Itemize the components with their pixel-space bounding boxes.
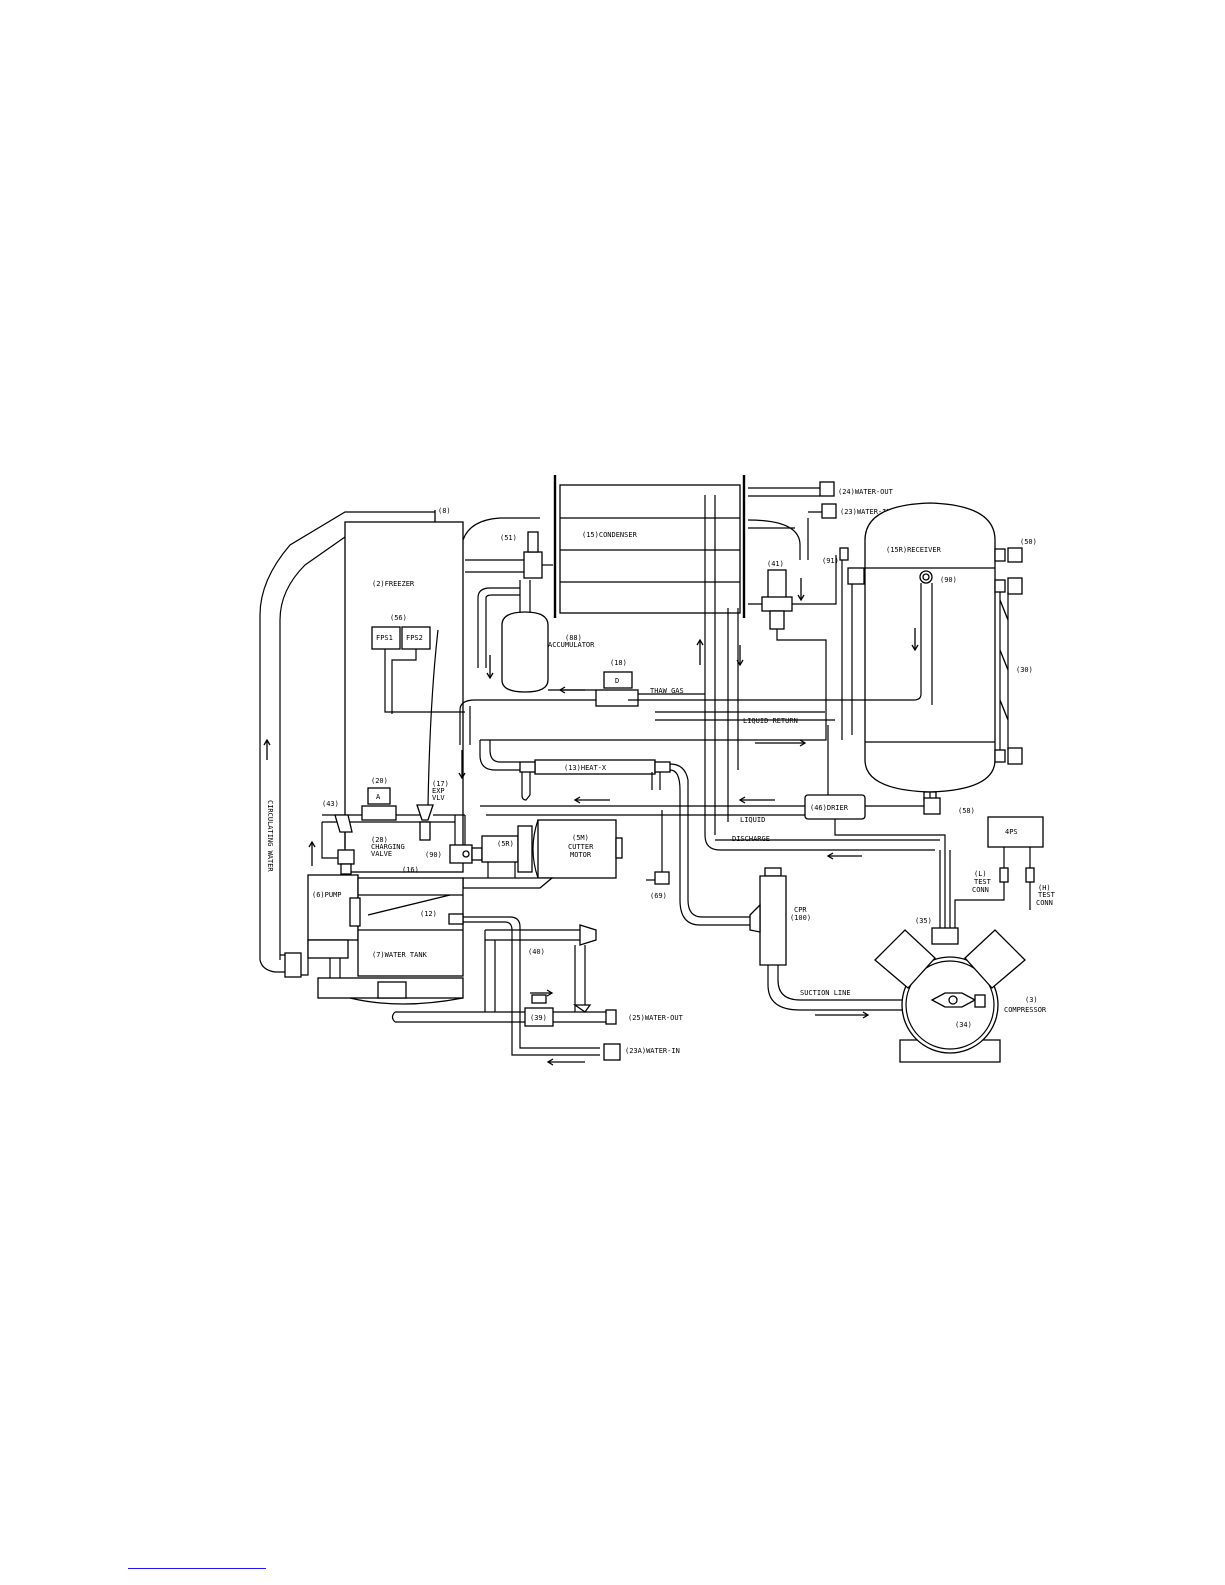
valve-text-label: VALVE <box>371 850 392 858</box>
l-test-text: TEST <box>974 878 992 886</box>
receiver-sightglass-label: (90) <box>940 576 957 584</box>
receiver <box>630 502 1023 801</box>
fps-num-label: (56) <box>390 614 407 622</box>
water-in-bottom-label: (23A)WATER-IN <box>625 1047 680 1055</box>
compressor-num-label: (3) <box>1025 996 1038 1004</box>
valve-69 <box>646 810 670 885</box>
suction-junction <box>449 815 483 864</box>
compressor <box>874 850 1026 1063</box>
valve-34-label: (34) <box>955 1021 972 1029</box>
valve-90-label: (90) <box>425 851 442 859</box>
charging-num-label: (28) <box>371 836 388 844</box>
cpr-label: CPR <box>794 906 807 914</box>
accumulator <box>477 580 549 693</box>
valve-17-label: (17) <box>432 780 449 788</box>
valve-43-label: (43) <box>322 800 339 808</box>
drier-label: (46)DRIER <box>810 804 849 812</box>
h-test-label: (H) <box>1038 884 1051 892</box>
freezer-num-label: (8) <box>438 507 451 515</box>
valve-40-label: (40) <box>528 948 545 956</box>
water-tank-assembly <box>284 874 600 1056</box>
water-regulator <box>391 924 621 1066</box>
h-test-text: TEST <box>1038 891 1056 899</box>
heat-x-label: (13)HEAT-X <box>564 764 607 772</box>
fps1-label: FPS1 <box>376 634 393 642</box>
valve-18-letter: D <box>615 677 619 685</box>
valve-51 <box>465 531 553 579</box>
valve-20-letter: A <box>376 793 381 801</box>
valve-91-label: (91) <box>822 557 839 565</box>
l-conn-text: CONN <box>972 886 989 894</box>
valve-91 <box>839 547 865 740</box>
sight-30-label: (30) <box>1016 666 1033 674</box>
central-risers <box>696 495 940 851</box>
freezer-pipes <box>458 699 835 780</box>
valve-51-label: (51) <box>500 534 517 542</box>
valve-35-label: (35) <box>915 917 932 925</box>
freezer-label: (2)FREEZER <box>372 580 415 588</box>
pump-label: (6)PUMP <box>312 891 342 899</box>
discharge-label: DISCHARGE <box>732 835 770 843</box>
footer-rule <box>128 1568 266 1569</box>
exp-label: EXP <box>432 787 445 795</box>
cpr-valve <box>679 867 930 1011</box>
valve-20-label: (20) <box>371 777 388 785</box>
valve-5r-label: (5R) <box>497 840 514 848</box>
liquid-return-label: LIQUID RETURN <box>743 717 798 725</box>
compressor-label: COMPRESSOR <box>1004 1006 1047 1014</box>
condenser <box>553 475 837 618</box>
water-out-bottom-label: (25)WATER-OUT <box>628 1014 684 1022</box>
pressure-switch-4ps <box>954 816 1044 935</box>
valve-12-label: (12) <box>420 910 437 918</box>
thaw-gas-label: THAW GAS <box>650 687 684 695</box>
water-in-top-label: (23)WATER-IN <box>840 508 891 516</box>
cutter-num-label: (5M) <box>572 834 589 842</box>
suction-line-label: SUCTION LINE <box>800 989 851 997</box>
accumulator-num-label: (88) <box>565 634 582 642</box>
expansion-valve-17 <box>416 629 465 841</box>
valve-18 <box>475 671 705 707</box>
valve-20 <box>321 787 455 859</box>
heat-exchanger <box>479 740 689 900</box>
charging-label: CHARGING <box>371 843 405 851</box>
circulating-water-label: CIRCULATING WATER <box>266 800 274 872</box>
cutter-label: CUTTER <box>568 843 594 851</box>
cpr-num-label: (100) <box>790 914 811 922</box>
condenser-label: (15)CONDENSER <box>582 531 638 539</box>
l-test-label: (L) <box>974 870 987 878</box>
drier <box>480 725 946 935</box>
accumulator-label: ACCUMULATOR <box>548 641 595 649</box>
ps4-label: 4PS <box>1005 828 1018 836</box>
valve-41 <box>480 555 837 741</box>
vlv-label: VLV <box>432 794 445 802</box>
fps2-label: FPS2 <box>406 634 423 642</box>
motor-label: MOTOR <box>570 851 592 859</box>
valve-39-label: (39) <box>530 1014 547 1022</box>
strainer-43 <box>334 814 353 848</box>
liquid-label: LIQUID <box>740 816 765 824</box>
valve-16-label: (16) <box>402 866 419 874</box>
circulating-water-pipe <box>259 510 436 973</box>
valve-41-label: (41) <box>767 560 784 568</box>
valve-58-label: (58) <box>958 807 975 815</box>
fps-switches <box>371 626 465 714</box>
receiver-label: (15R)RECEIVER <box>886 546 942 554</box>
valve-69-label: (69) <box>650 892 667 900</box>
water-tank-label: (7)WATER TANK <box>372 951 428 959</box>
cutter-motor <box>462 819 623 889</box>
valve-18-label: (18) <box>610 659 627 667</box>
valve-50-label: (50) <box>1020 538 1037 546</box>
charging-valve-28 <box>337 849 355 875</box>
water-out-top-label: (24)WATER-OUT <box>838 488 894 496</box>
h-conn-text: CONN <box>1036 899 1053 907</box>
